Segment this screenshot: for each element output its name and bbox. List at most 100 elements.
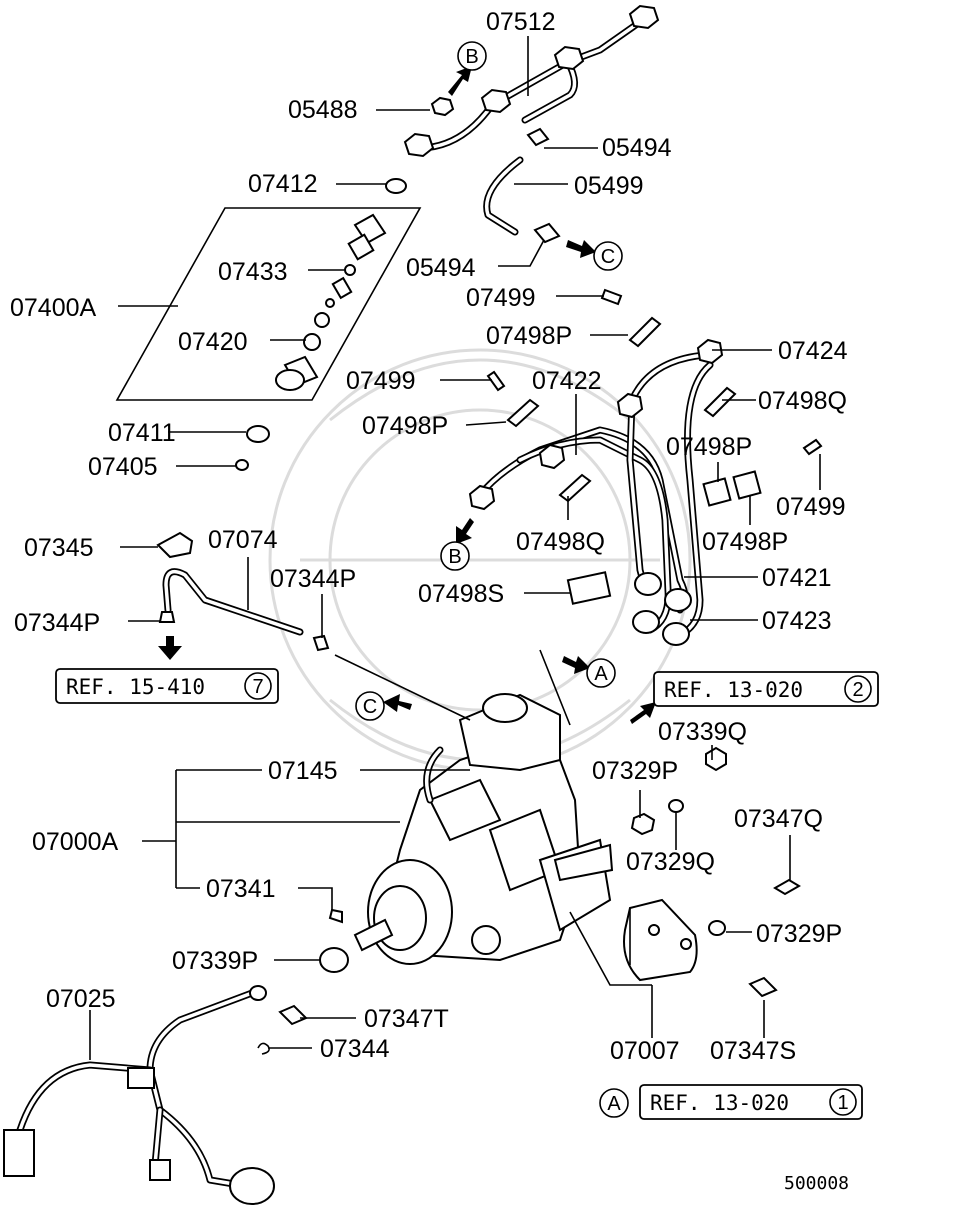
arrow-to-c-top	[566, 240, 596, 258]
label-05494-a: 05494	[602, 134, 672, 162]
arrow-to-a-mid	[562, 656, 590, 674]
ref1-text: REF. 15-410	[66, 675, 205, 699]
hose-07074	[162, 568, 304, 636]
bracket-07007	[623, 898, 698, 982]
clamp-07498P-a	[628, 316, 662, 348]
callout-a-bottom-circle	[599, 1088, 629, 1118]
label-07347T: 07347T	[364, 1005, 449, 1033]
injection-pump-body	[353, 693, 614, 965]
bracket-hole-b	[680, 938, 692, 950]
callout-a-mid: A	[594, 663, 608, 685]
label-05494-b: 05494	[406, 254, 476, 282]
key-07341	[328, 908, 343, 924]
label-07412: 07412	[248, 170, 318, 198]
arrow-to-b-top	[448, 66, 472, 96]
ref3-text: REF. 13-020	[650, 1091, 789, 1115]
label-07400A: 07400A	[10, 294, 97, 322]
callout-a-mid-circle	[586, 658, 616, 688]
label-07421: 07421	[762, 564, 832, 592]
label-07344P-b: 07344P	[14, 609, 100, 637]
label-07405: 07405	[88, 453, 158, 481]
label-07499-c: 07499	[776, 493, 846, 521]
injector-nozzle-assembly-box	[115, 207, 422, 401]
arrow-to-ref2	[630, 702, 656, 724]
clamp-07498P-d	[732, 470, 762, 500]
callout-c-top: C	[601, 246, 615, 268]
label-07339P: 07339P	[172, 947, 258, 975]
label-07074: 07074	[208, 526, 278, 554]
label-07341: 07341	[206, 875, 276, 903]
reference-box-1[interactable]: REF. 15-410 7	[55, 668, 279, 704]
label-07499-a: 07499	[466, 284, 536, 312]
label-07344P-a: 07344P	[270, 565, 356, 593]
callout-b-mid: B	[448, 546, 461, 568]
label-07512: 07512	[486, 8, 556, 36]
label-07433: 07433	[218, 258, 288, 286]
callout-b-top: B	[465, 46, 478, 68]
bolt-07499-b	[486, 370, 506, 392]
callout-c-left-circle	[355, 691, 385, 721]
washer-07405	[235, 459, 249, 471]
arrow-to-ref1	[158, 636, 182, 660]
ref2-circle-number: 2	[852, 679, 863, 701]
label-07499-b: 07499	[346, 367, 416, 395]
label-07498Q-b: 07498Q	[516, 528, 605, 556]
washer-07411	[246, 425, 270, 443]
washer-07412	[385, 178, 407, 194]
clamp-07498Q-b	[558, 473, 592, 503]
label-07329P-b: 07329P	[756, 920, 842, 948]
label-07347S: 07347S	[710, 1037, 796, 1065]
label-07329Q: 07329Q	[626, 848, 715, 876]
part-number-labels: 07512 05488 05494 07412 05499 07433 0549…	[10, 8, 848, 1065]
bolt-07499-a	[600, 288, 623, 306]
label-07420: 07420	[178, 328, 248, 356]
arrow-to-c-left	[383, 694, 412, 712]
clamp-07498P-c	[702, 477, 732, 507]
label-07345: 07345	[24, 534, 94, 562]
label-07498P-c: 07498P	[666, 433, 752, 461]
nut-05488	[430, 96, 455, 117]
ref2-text: REF. 13-020	[664, 678, 803, 702]
clamp-07498S	[566, 571, 612, 605]
label-07000A: 07000A	[32, 828, 119, 856]
arrow-to-b-mid	[456, 518, 474, 544]
label-07498P-b: 07498P	[362, 412, 448, 440]
ref1-circle-number: 7	[252, 676, 263, 698]
label-07498P-d: 07498P	[702, 528, 788, 556]
bolt-07347Q	[773, 878, 801, 896]
clip-07344P-b	[312, 634, 330, 652]
label-07411: 07411	[108, 419, 176, 447]
label-07007: 07007	[610, 1037, 680, 1065]
washer-07329P-b	[708, 920, 726, 936]
label-05488: 05488	[288, 96, 358, 124]
callout-c-top-circle	[593, 241, 623, 271]
nut-07329P-a	[630, 812, 656, 836]
clamp-07498Q-a	[703, 386, 737, 418]
wiring-harness-07025	[3, 985, 275, 1205]
clamp-07498P-b	[506, 398, 540, 428]
leak-off-hose-05499	[483, 127, 561, 244]
leader-lines	[89, 36, 821, 1060]
bracket-hole-a	[648, 924, 660, 936]
reference-box-3[interactable]: REF. 13-020 1	[639, 1084, 863, 1120]
bolt-07347S	[748, 976, 778, 998]
label-07145: 07145	[268, 757, 338, 785]
label-07423: 07423	[762, 607, 832, 635]
clip-07344P-a	[158, 611, 176, 623]
label-07422: 07422	[532, 367, 602, 395]
label-07498P-a: 07498P	[486, 322, 572, 350]
figure-code: 500008	[784, 1173, 849, 1194]
reference-box-2[interactable]: REF. 13-020 2	[653, 671, 879, 707]
nut-07339Q	[705, 746, 727, 772]
label-05499: 05499	[574, 172, 644, 200]
bolt-07347T	[278, 1004, 308, 1026]
label-07344: 07344	[320, 1035, 390, 1063]
clip-07344	[257, 1042, 270, 1055]
bolt-07499-c	[802, 438, 823, 456]
injection-pipes	[468, 338, 724, 646]
high-pressure-pipe-07512	[403, 4, 660, 158]
callout-b-mid-circle	[440, 541, 470, 571]
washer-07329Q	[668, 799, 684, 813]
bracket-07345	[156, 531, 194, 559]
